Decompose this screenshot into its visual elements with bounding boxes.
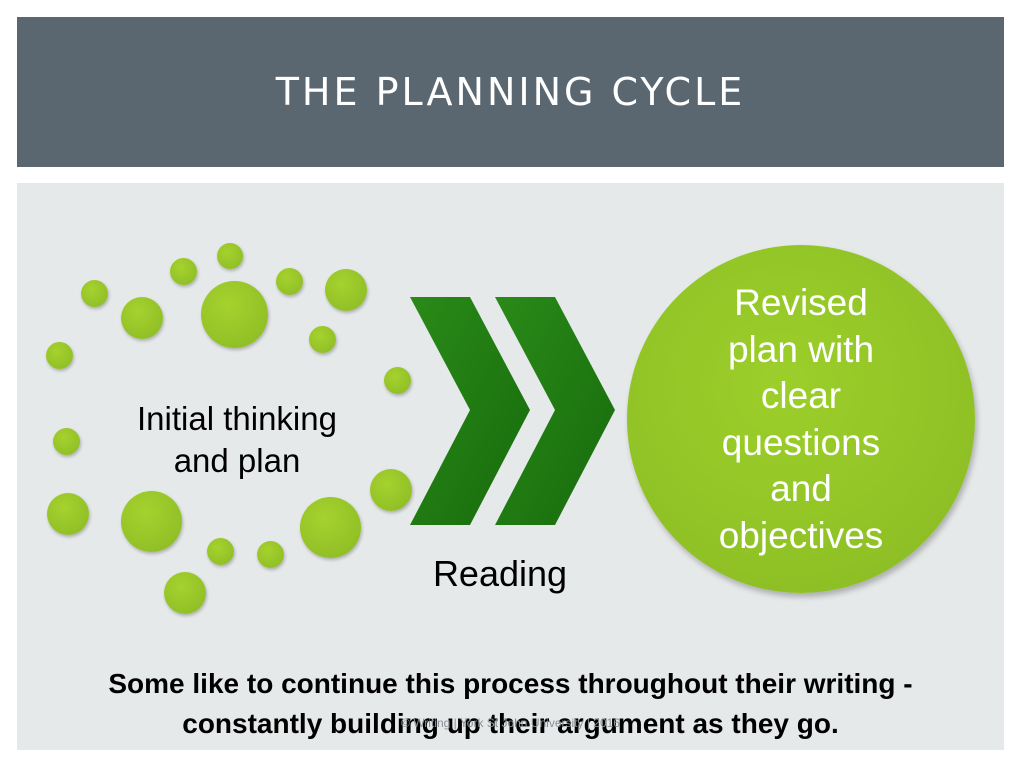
- dot: [370, 469, 412, 511]
- process-note: Some like to continue this process throu…: [17, 664, 1004, 744]
- result-line: questions: [721, 421, 881, 463]
- dot: [207, 538, 234, 565]
- dot: [53, 428, 80, 455]
- dot: [121, 297, 163, 339]
- initial-thinking-label: Initial thinking and plan: [97, 398, 377, 482]
- initial-label-line2: and plan: [173, 442, 301, 479]
- dot: [81, 280, 108, 307]
- result-line: Revised: [734, 282, 868, 323]
- dot: [201, 281, 268, 348]
- dot: [257, 541, 284, 568]
- result-label: Revised plan with clear questions and ob…: [672, 280, 930, 559]
- dot: [164, 572, 206, 614]
- dot: [121, 491, 182, 552]
- footer-credit: © Writing | York St John University | 20…: [401, 716, 620, 730]
- result-line: objectives: [718, 514, 884, 556]
- chevron-left-icon: [410, 297, 530, 525]
- dot: [47, 493, 89, 535]
- chevron-arrows-icon: [410, 297, 615, 525]
- dot: [46, 342, 73, 369]
- dot: [384, 367, 411, 394]
- reading-label: Reading: [432, 553, 568, 594]
- title-bar: THE PLANNING CYCLE: [17, 17, 1004, 167]
- dot: [170, 258, 197, 285]
- result-line: clear: [760, 375, 842, 416]
- dot: [276, 268, 303, 295]
- initial-label-line1: Initial thinking: [137, 400, 337, 437]
- result-circle: [627, 245, 975, 593]
- slide-title: THE PLANNING CYCLE: [275, 70, 746, 114]
- dot: [300, 497, 361, 558]
- dot: [325, 269, 367, 311]
- note-line1: Some like to continue this process throu…: [108, 668, 913, 699]
- chevron-right-icon: [495, 297, 615, 525]
- result-line: plan with: [727, 328, 875, 370]
- dot: [309, 326, 336, 353]
- note-line2: constantly building up their argument as…: [182, 708, 839, 739]
- dot: [217, 243, 243, 269]
- result-line: and: [770, 468, 832, 509]
